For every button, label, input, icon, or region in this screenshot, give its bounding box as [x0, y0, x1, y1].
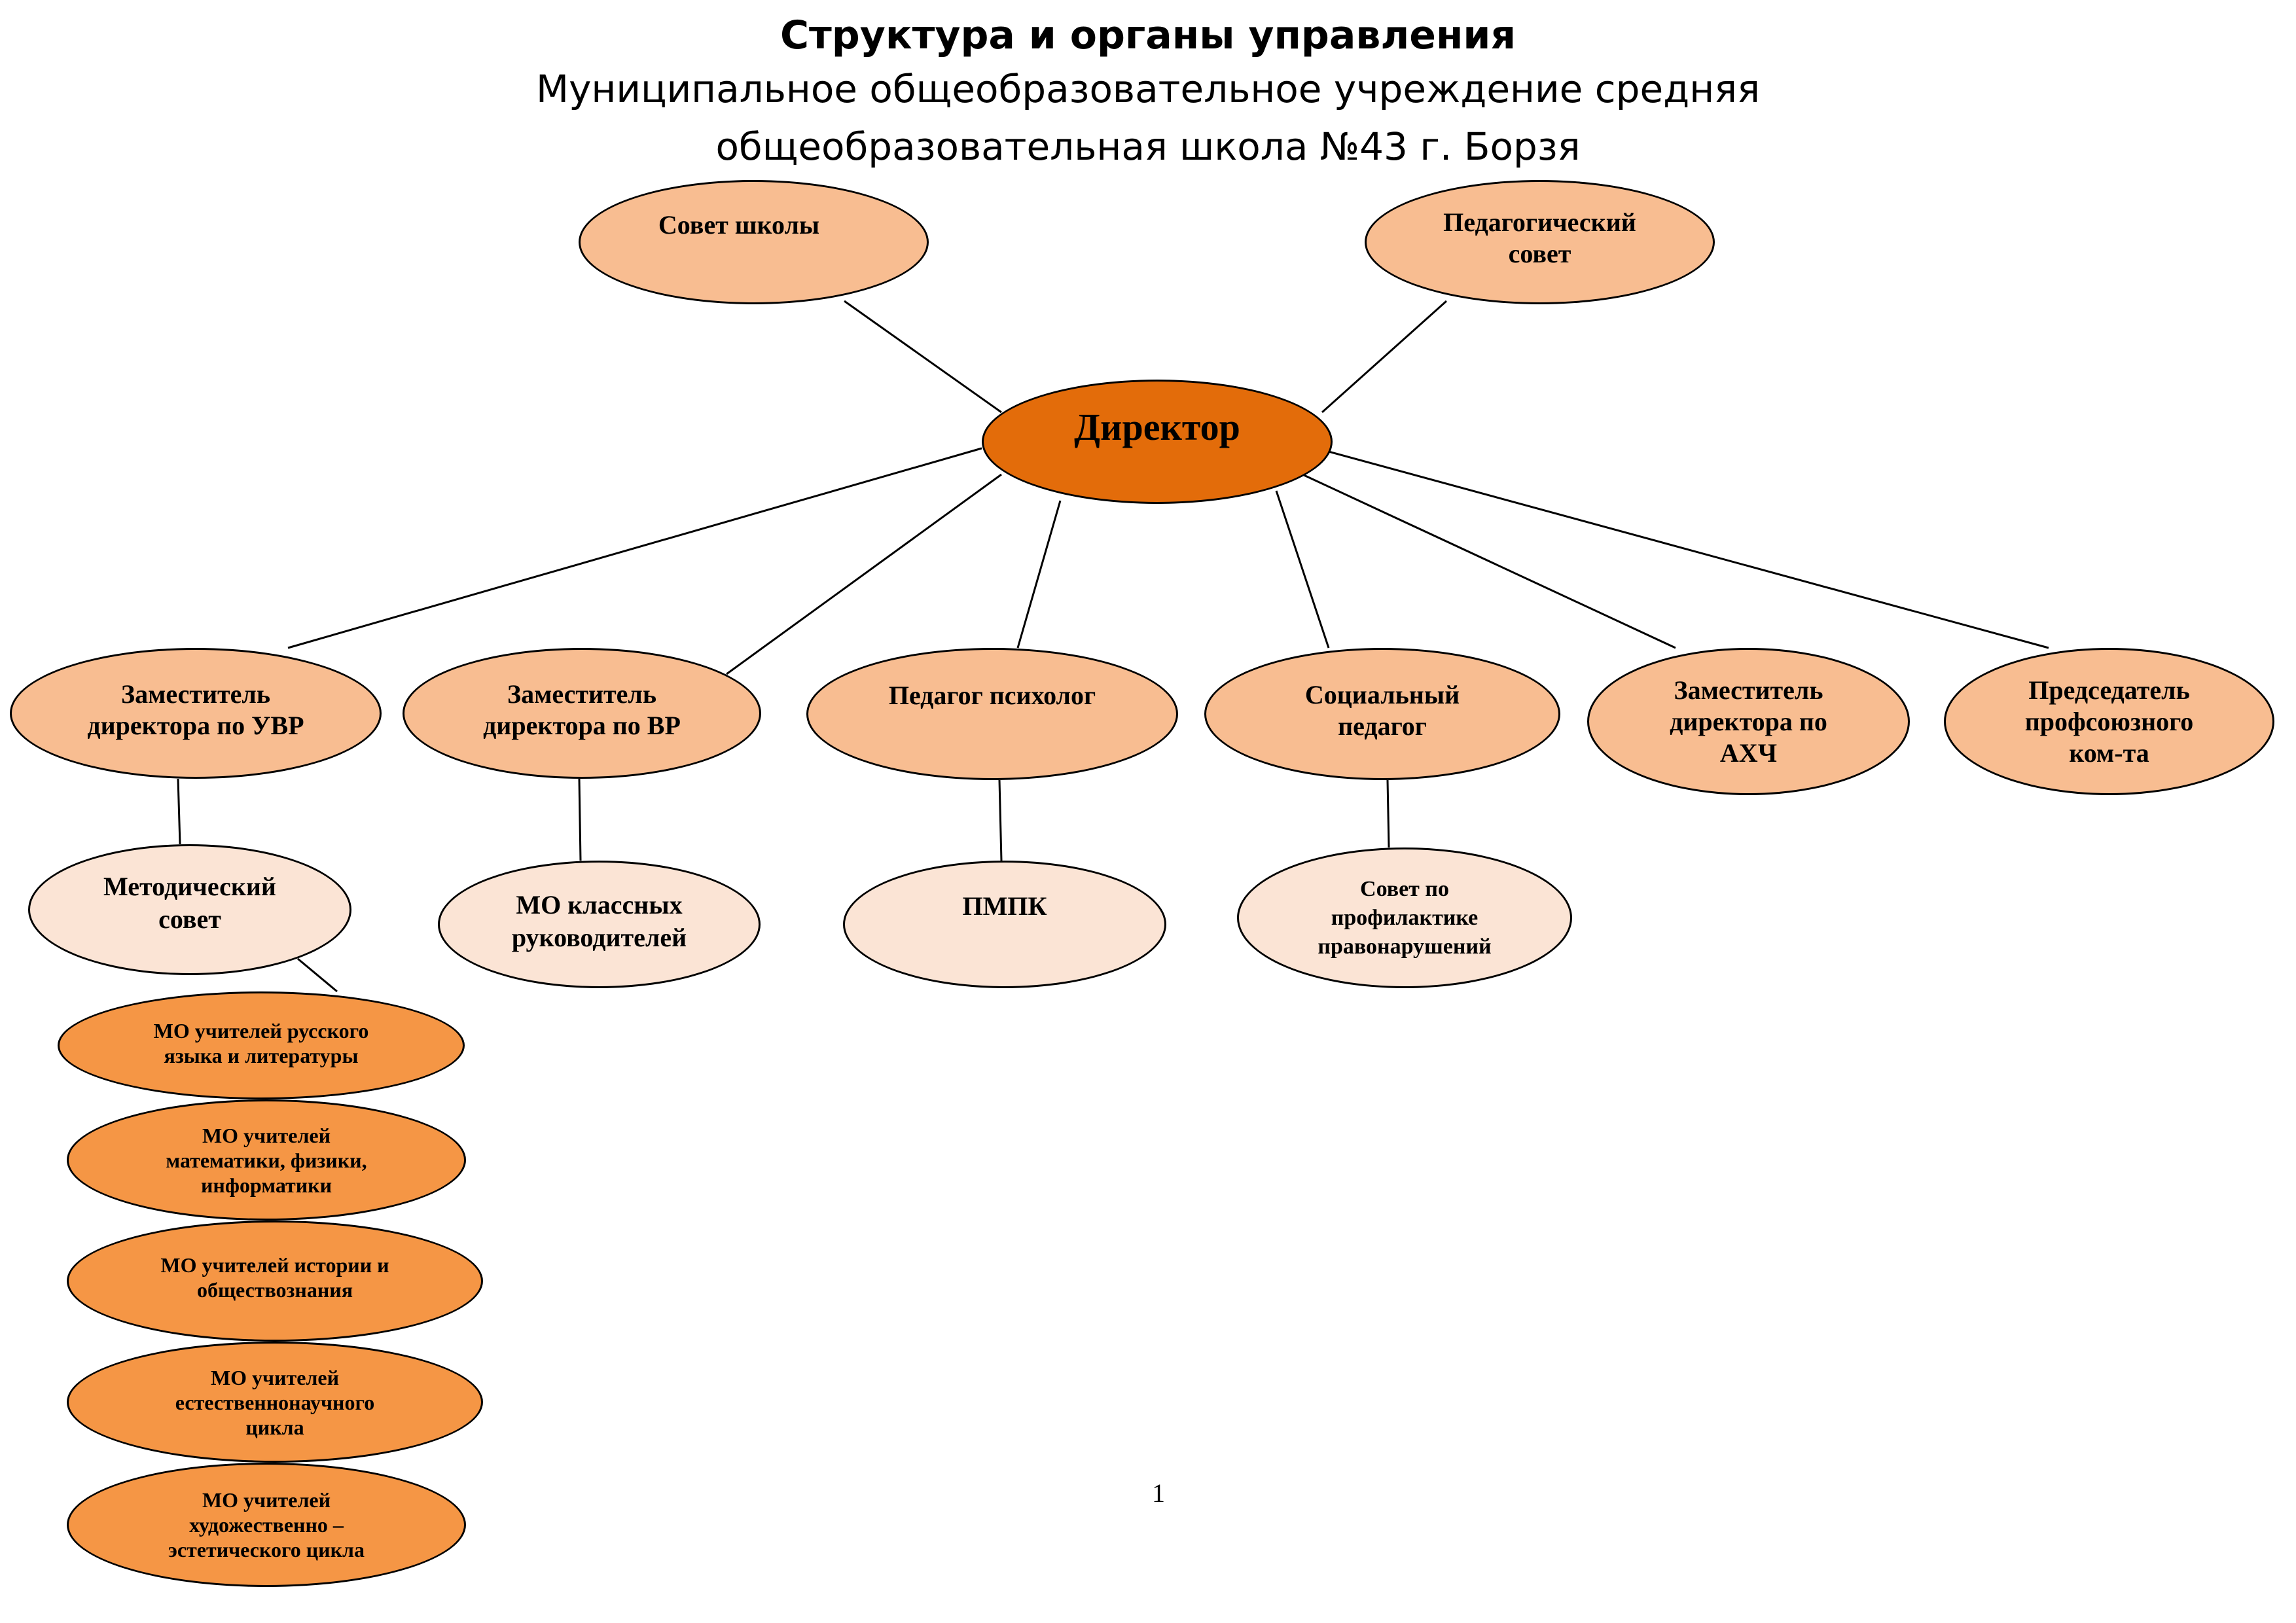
- director-label: Директор: [1074, 406, 1240, 448]
- school-name-line-1: Муниципальное общеобразовательное учрежд…: [536, 67, 1760, 111]
- mo-class-teachers-label: МО классных руководителей: [511, 889, 687, 952]
- deputy-vr-label: Заместитель директора по ВР: [483, 679, 681, 740]
- methodical-council-label: Методический совет: [103, 872, 276, 934]
- mo-math-label: МО учителей математики, физики, информат…: [166, 1123, 367, 1197]
- mo-science-node: МО учителей естественнонаучного цикла: [67, 1342, 483, 1463]
- deputy-uvr-label: Заместитель директора по УВР: [87, 679, 304, 740]
- deputy-ahch-node: Заместитель директора по АХЧ: [1587, 648, 1910, 795]
- director-node: Директор: [982, 380, 1333, 504]
- pedagogical-council-node: Педагогический совет: [1365, 180, 1715, 304]
- psychologist-node: Педагог психолог: [806, 648, 1178, 780]
- connector-director-union-chair: [1328, 450, 2049, 649]
- methodical-council-node: Методический совет: [28, 844, 351, 975]
- psychologist-label: Педагог психолог: [888, 681, 1096, 710]
- deputy-uvr-node: Заместитель директора по УВР: [10, 648, 382, 779]
- deputy-vr-node: Заместитель директора по ВР: [403, 648, 761, 779]
- connector-director-deputy-vr: [726, 473, 1002, 675]
- prevention-council-label: Совет по профилактике правонарушений: [1318, 876, 1492, 959]
- mo-russian-node: МО учителей русского языка и литературы: [58, 991, 465, 1099]
- connector-director-deputy-ahch: [1302, 473, 1676, 649]
- page-number: 1: [1152, 1478, 1165, 1508]
- deputy-ahch-label: Заместитель директора по АХЧ: [1670, 675, 1827, 768]
- connector-director-psychologist: [1016, 500, 1062, 649]
- connector-psychologist-pmpk: [998, 779, 1003, 861]
- union-chair-node: Председатель профсоюзного ком-та: [1944, 648, 2274, 795]
- school-name-line-2: общеобразовательная школа №43 г. Борзя: [715, 124, 1581, 169]
- mo-arts-label: МО учителей художественно – эстетическог…: [168, 1488, 365, 1561]
- connector-director-social-pedagogue: [1275, 490, 1330, 649]
- pedagogical-council-label: Педагогический совет: [1443, 207, 1636, 268]
- mo-history-node: МО учителей истории и обществознания: [67, 1221, 483, 1342]
- mo-class-teachers-node: МО классных руководителей: [438, 861, 761, 988]
- mo-science-label: МО учителей естественнонаучного цикла: [175, 1365, 375, 1439]
- connector-vr-mo-class: [578, 778, 582, 861]
- connector-uvr-methodical: [177, 778, 181, 845]
- connector-director-pedagogical-council: [1321, 300, 1448, 414]
- connector-director-deputy-uvr: [287, 447, 982, 649]
- mo-russian-label: МО учителей русского языка и литературы: [153, 1018, 369, 1067]
- school-council-node: Совет школы: [579, 180, 929, 304]
- connector-methodical-mo: [297, 957, 338, 993]
- pmpk-node: ПМПК: [843, 861, 1166, 988]
- social-pedagogue-node: Социальный педагог: [1204, 648, 1560, 780]
- mo-math-node: МО учителей математики, физики, информат…: [67, 1099, 466, 1221]
- diagram-title: Структура и органы управления: [780, 12, 1516, 58]
- mo-arts-node: МО учителей художественно – эстетическог…: [67, 1463, 466, 1587]
- mo-history-label: МО учителей истории и обществознания: [160, 1253, 389, 1302]
- social-pedagogue-label: Социальный педагог: [1304, 680, 1460, 741]
- pmpk-label: ПМПК: [962, 891, 1047, 921]
- union-chair-label: Председатель профсоюзного ком-та: [2024, 675, 2194, 768]
- connector-social-prevention: [1386, 779, 1390, 848]
- school-council-label: Совет школы: [658, 210, 820, 240]
- prevention-council-node: Совет по профилактике правонарушений: [1237, 847, 1572, 988]
- connector-director-school-council: [844, 300, 1002, 414]
